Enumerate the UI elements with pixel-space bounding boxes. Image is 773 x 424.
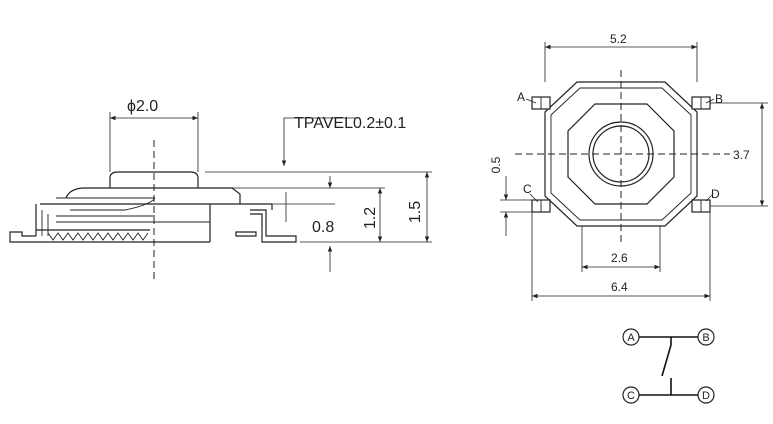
inner-octagon (567, 103, 675, 205)
right-pin-detail (235, 231, 257, 237)
right-terminal (250, 209, 297, 243)
pin-c-label: C (523, 182, 532, 196)
top-view: A B C D 5.2 3.7 0.5 2.6 6.4 (489, 32, 768, 301)
dim-1-5-label: 1.5 (407, 201, 424, 223)
switch-blade (661, 344, 672, 377)
plunger (109, 171, 199, 188)
base-texture (47, 232, 149, 241)
pin-a-label: A (517, 90, 525, 104)
cover-right (208, 187, 241, 204)
dim-0-8-label: 0.8 (312, 219, 334, 236)
dim-2-6-label: 2.6 (611, 251, 628, 265)
pin-d-leader (705, 194, 713, 202)
node-c-label: C (627, 390, 635, 402)
node-d-label: D (702, 390, 710, 402)
dim-0-5-label: 0.5 (489, 156, 503, 173)
diameter-label: ϕ2.0 (127, 98, 158, 115)
pin-b-leader (705, 98, 715, 104)
dome-spring (70, 197, 156, 211)
travel-leader (281, 117, 360, 166)
pin-a-leader (525, 98, 537, 104)
dim-6-4-label: 6.4 (611, 280, 628, 294)
node-b-label: B (702, 332, 709, 344)
plunger-inner-circle (592, 125, 650, 183)
side-view: ϕ2.0 TPAVEL0.2±0.1 0.8 1.2 1.5 (9, 98, 432, 282)
outer-body-inner (550, 87, 692, 221)
dim-1-2-label: 1.2 (362, 207, 379, 229)
node-a-label: A (627, 332, 635, 344)
dim-5-2-label: 5.2 (610, 32, 627, 46)
pin-d-label: D (711, 187, 720, 201)
cover-left (65, 187, 100, 199)
pin-b-label: B (715, 92, 723, 106)
outer-body (544, 81, 698, 227)
dim-3-7-label: 3.7 (733, 148, 750, 162)
plunger-outer-circle (588, 121, 654, 187)
travel-label: TPAVEL0.2±0.1 (294, 115, 406, 132)
switch-schematic: A B C D (622, 328, 715, 404)
left-terminal (9, 231, 36, 243)
pin-c-leader (529, 193, 539, 203)
